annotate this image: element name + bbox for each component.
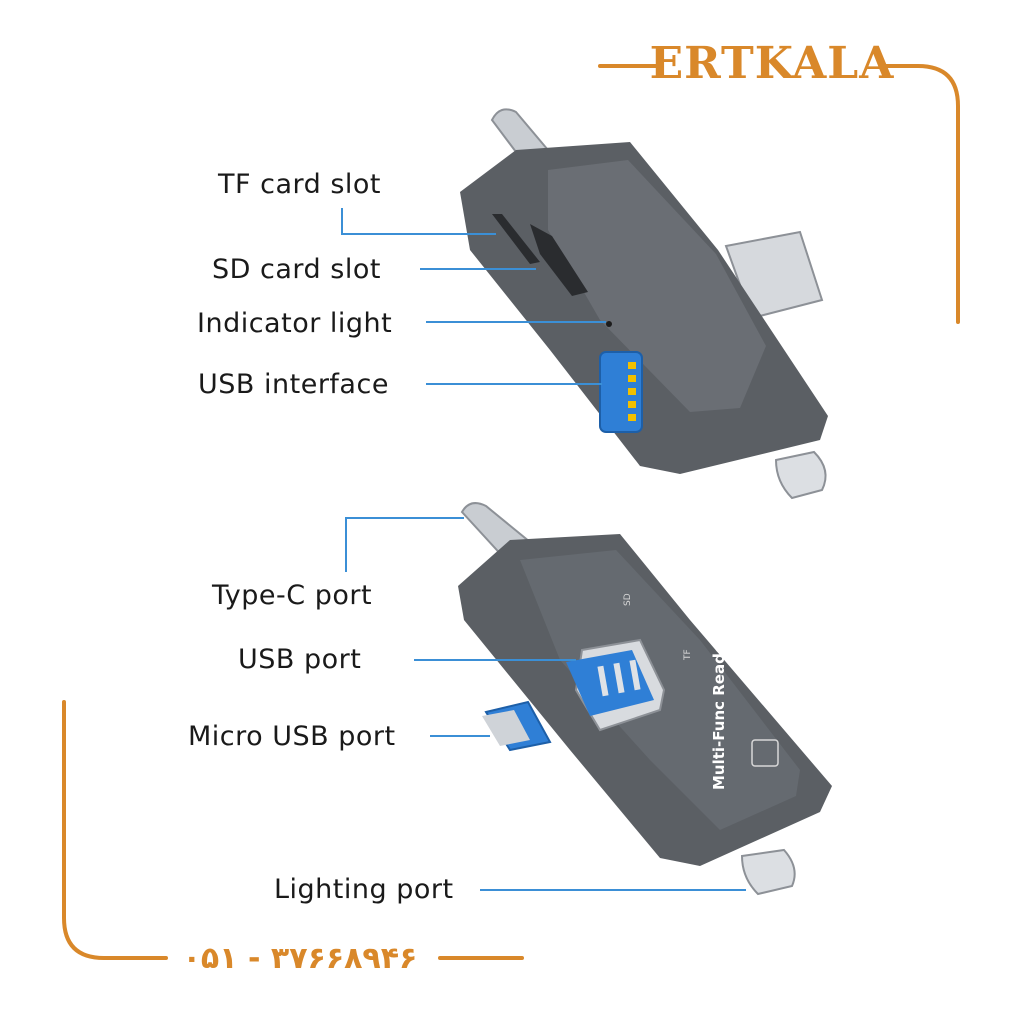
callout-line-type-c-port — [345, 517, 464, 572]
label-micro-usb-port: Micro USB port — [188, 721, 396, 752]
label-usb-port: USB port — [238, 644, 361, 675]
sd-slot — [530, 224, 588, 296]
micro-usb-tip — [482, 710, 530, 746]
frame-top-right-corner — [881, 64, 960, 324]
tf-slot — [492, 214, 540, 264]
device-print-text: Multi-Func Reader — [710, 635, 728, 790]
callout-line-tf-card-slot — [341, 208, 496, 235]
card-reader-top-view — [460, 108, 828, 500]
card-reader-bottom-view: Multi-Func Reader TF SD — [458, 502, 832, 896]
brand-logo: ERTKALA — [650, 38, 895, 89]
usb-interface-pins — [628, 362, 636, 421]
device-slot-sd-mark: SD — [623, 593, 633, 606]
device-slot-tf-mark: TF — [683, 649, 693, 661]
usb-logo-mark — [751, 739, 779, 767]
label-usb-interface: USB interface — [198, 369, 389, 400]
frame-bottom-left-corner — [62, 700, 168, 960]
callout-labels: TF card slot SD card slot Indicator ligh… — [188, 169, 454, 905]
indicator-led — [606, 321, 612, 327]
decorative-frame — [62, 64, 960, 960]
callout-lines — [341, 208, 746, 891]
usb-interface-port — [599, 351, 643, 433]
phone-number: ۰۵۱ - ۳۷۶۶۸۹۴۶ — [183, 941, 418, 976]
device-top-face — [548, 160, 766, 412]
label-tf-card-slot: TF card slot — [217, 169, 381, 200]
label-sd-card-slot: SD card slot — [212, 254, 381, 285]
label-lighting-port: Lighting port — [274, 874, 454, 905]
lightning-plug-bottom — [774, 450, 827, 500]
lightning-plug — [740, 848, 796, 896]
label-type-c-port: Type-C port — [211, 580, 372, 611]
label-indicator-light: Indicator light — [197, 308, 392, 339]
usb-a-pins — [597, 659, 641, 697]
